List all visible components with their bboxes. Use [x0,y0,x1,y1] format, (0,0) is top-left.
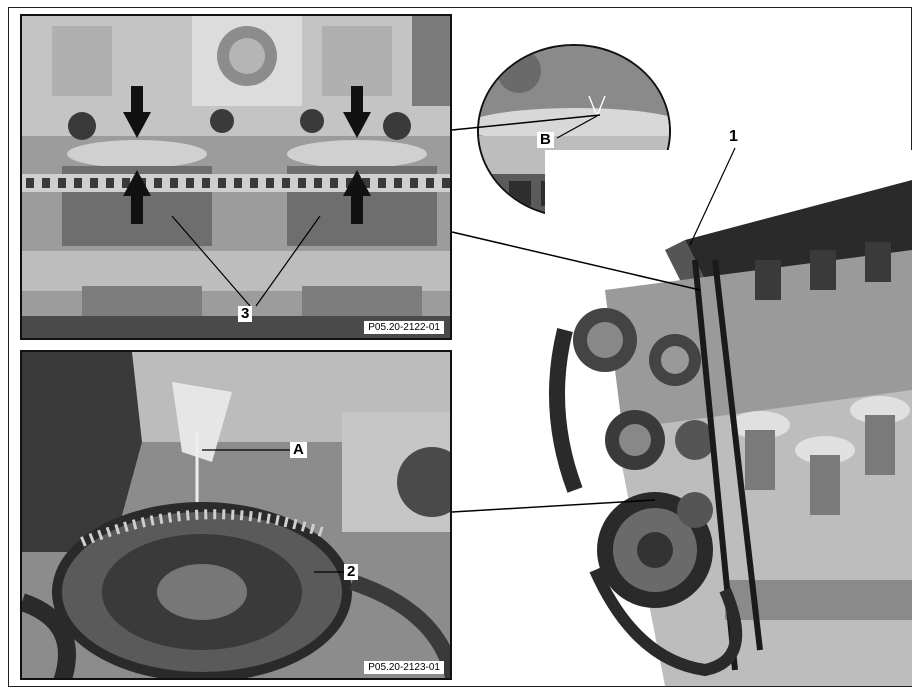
camshaft-photo-panel: 3 P05.20-2122-01 [20,14,452,340]
label-3: 3 [238,306,253,322]
label-b: B [537,132,554,148]
camshaft-photo [22,16,450,338]
crankshaft-photo-panel: A 2 P05.20-2123-01 [20,350,452,680]
crankshaft-photo [22,352,450,678]
callout-1: 1 [729,128,738,145]
label-2: 2 [344,564,359,580]
engine-cutaway-illustration [545,150,912,686]
bottom-panel-code: P05.20-2123-01 [364,661,444,674]
engine-drawing [545,150,912,686]
label-a: A [290,442,307,458]
top-panel-code: P05.20-2122-01 [364,321,444,334]
